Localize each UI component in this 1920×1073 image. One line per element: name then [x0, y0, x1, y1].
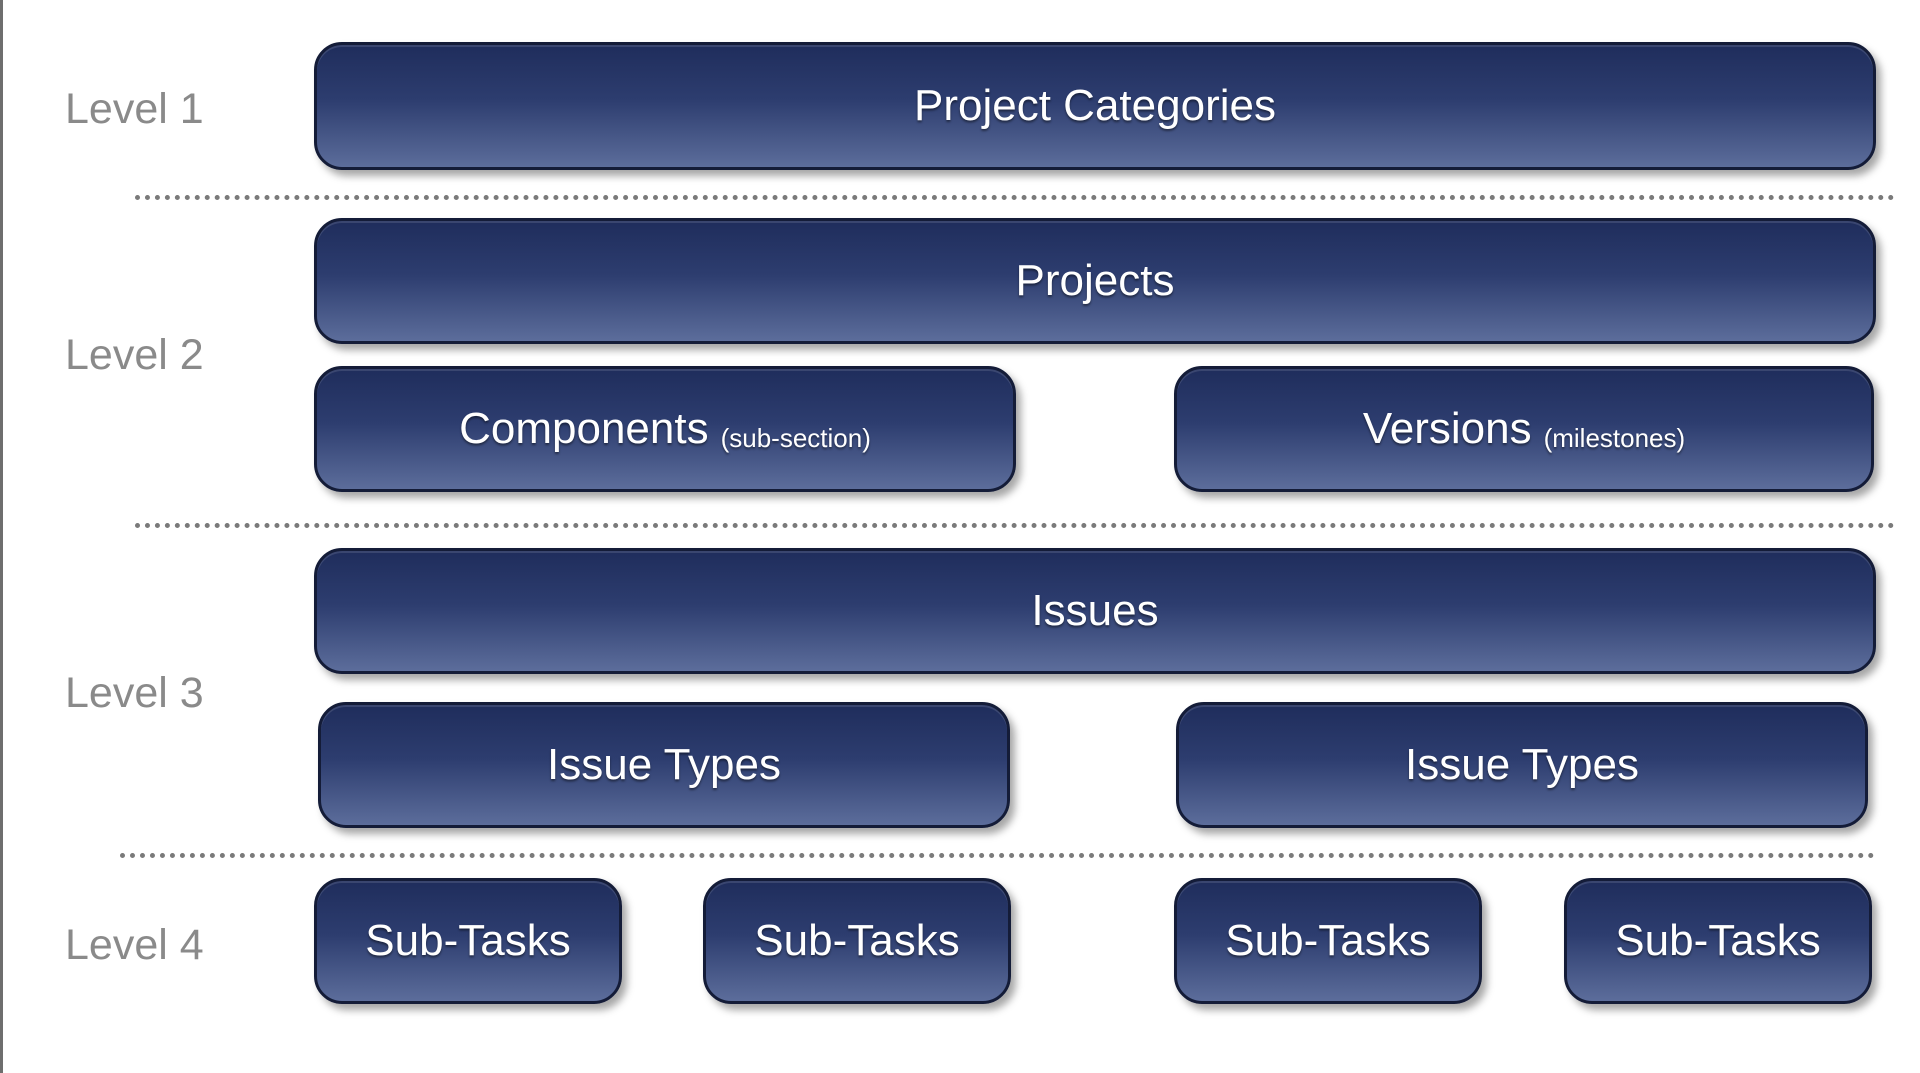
issue-types-box-left: Issue Types — [318, 702, 1010, 828]
versions-box: Versions (milestones) — [1174, 366, 1874, 492]
sub-tasks-label: Sub-Tasks — [754, 916, 960, 965]
divider-level-3-4 — [120, 853, 1875, 858]
level-2-label: Level 2 — [65, 331, 204, 379]
versions-label: Versions — [1362, 404, 1532, 453]
issue-types-box-right: Issue Types — [1176, 702, 1868, 828]
projects-label: Projects — [1015, 256, 1175, 305]
components-box: Components (sub-section) — [314, 366, 1016, 492]
level-1-label: Level 1 — [65, 85, 204, 133]
issues-box: Issues — [314, 548, 1876, 674]
components-note: (sub-section) — [720, 423, 871, 453]
issue-types-label: Issue Types — [547, 740, 781, 789]
sub-tasks-label: Sub-Tasks — [1615, 916, 1821, 965]
sub-tasks-box-1: Sub-Tasks — [314, 878, 622, 1004]
sub-tasks-box-2: Sub-Tasks — [703, 878, 1011, 1004]
divider-level-1-2 — [135, 195, 1895, 200]
level-3-label: Level 3 — [65, 669, 204, 717]
issue-types-label: Issue Types — [1405, 740, 1639, 789]
left-edge-rule — [0, 0, 3, 1073]
sub-tasks-box-3: Sub-Tasks — [1174, 878, 1482, 1004]
components-label: Components — [459, 404, 709, 453]
projects-box: Projects — [314, 218, 1876, 344]
project-categories-label: Project Categories — [914, 81, 1276, 130]
sub-tasks-label: Sub-Tasks — [365, 916, 571, 965]
sub-tasks-box-4: Sub-Tasks — [1564, 878, 1872, 1004]
sub-tasks-label: Sub-Tasks — [1225, 916, 1431, 965]
divider-level-2-3 — [135, 523, 1895, 528]
project-categories-box: Project Categories — [314, 42, 1876, 170]
versions-note: (milestones) — [1543, 423, 1686, 453]
issues-label: Issues — [1031, 586, 1159, 635]
level-4-label: Level 4 — [65, 921, 204, 969]
